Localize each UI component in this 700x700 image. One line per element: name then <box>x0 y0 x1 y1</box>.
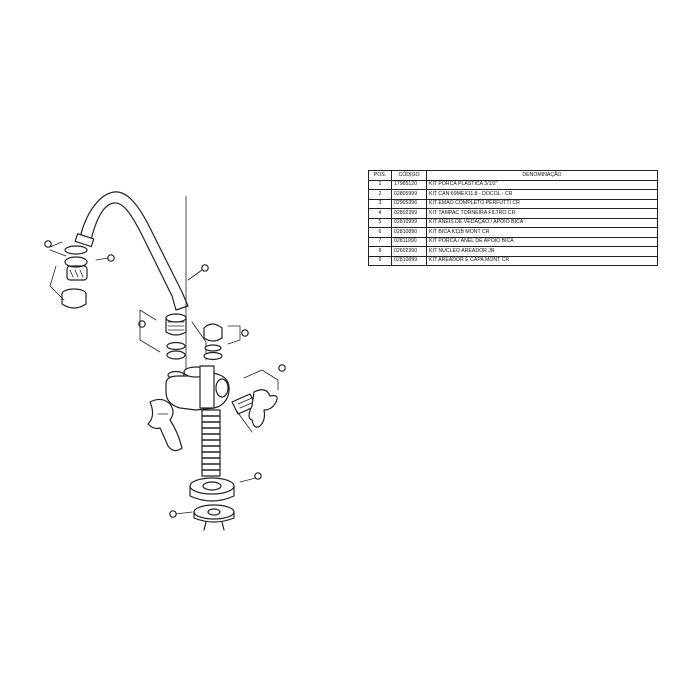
row-desc: KIT AREADOR E CAPA MONT CR <box>426 255 658 266</box>
header-code: CÓDIGO <box>391 170 427 181</box>
right-handle-assembly <box>231 364 286 433</box>
row-pos: 2 <box>368 189 392 200</box>
row-desc: KIT ANÉIS DE VEDAÇÃO / APOIO BICA <box>426 217 658 228</box>
row-code: 02805999 <box>391 189 427 200</box>
row-code: 02811090 <box>391 236 427 247</box>
row-pos: 3 <box>368 198 392 209</box>
table-header-row: POS. CÓDIGO DENOMINAÇÃO <box>368 170 658 181</box>
row-desc: KIT TAMPAC TORNEIRA FILTRO CR <box>426 208 658 219</box>
row-code: 02810890 <box>391 227 427 238</box>
header-desc: DENOMINAÇÃO <box>426 170 658 181</box>
mounting-nut <box>189 472 262 502</box>
row-pos: 6 <box>368 227 392 238</box>
row-pos: 5 <box>368 217 392 228</box>
row-desc: KIT PORCA / ANEL DE APOIO BICA <box>426 236 658 247</box>
row-pos: 4 <box>368 208 392 219</box>
row-pos: 7 <box>368 236 392 247</box>
base-plate <box>169 504 235 531</box>
row-pos: 8 <box>368 246 392 257</box>
spout <box>74 191 189 373</box>
row-desc: KIT CAN 69MEX11.8 - DOCOL - CR <box>426 189 658 200</box>
row-pos: 1 <box>368 179 392 190</box>
threaded-shank <box>201 409 221 477</box>
row-desc: KIT NUCLEO AREADOR JR <box>426 246 658 257</box>
row-code: 02905396 <box>391 198 427 209</box>
row-pos: 9 <box>368 255 392 266</box>
left-handle <box>147 398 183 452</box>
aerator-assembly <box>44 240 115 309</box>
row-desc: KIT PORCA PLÁSTICA 3/1/2" <box>426 179 658 190</box>
row-code: 02810899 <box>391 255 427 266</box>
row-code: 02810999 <box>391 217 427 228</box>
row-code: 02602390 <box>391 246 427 257</box>
row-desc: KIT EMAO COMPLETO PERFUTTI CR <box>426 198 658 209</box>
header-pos: POS. <box>368 170 392 181</box>
valve-body <box>165 365 230 411</box>
row-desc: KIT BICA K11B MONT CR <box>426 227 658 238</box>
row-code: 02802399 <box>391 208 427 219</box>
stem-rings <box>138 309 207 380</box>
top-cap <box>203 323 249 361</box>
spout-callout <box>187 264 209 281</box>
row-code: 17965120 <box>391 179 427 190</box>
